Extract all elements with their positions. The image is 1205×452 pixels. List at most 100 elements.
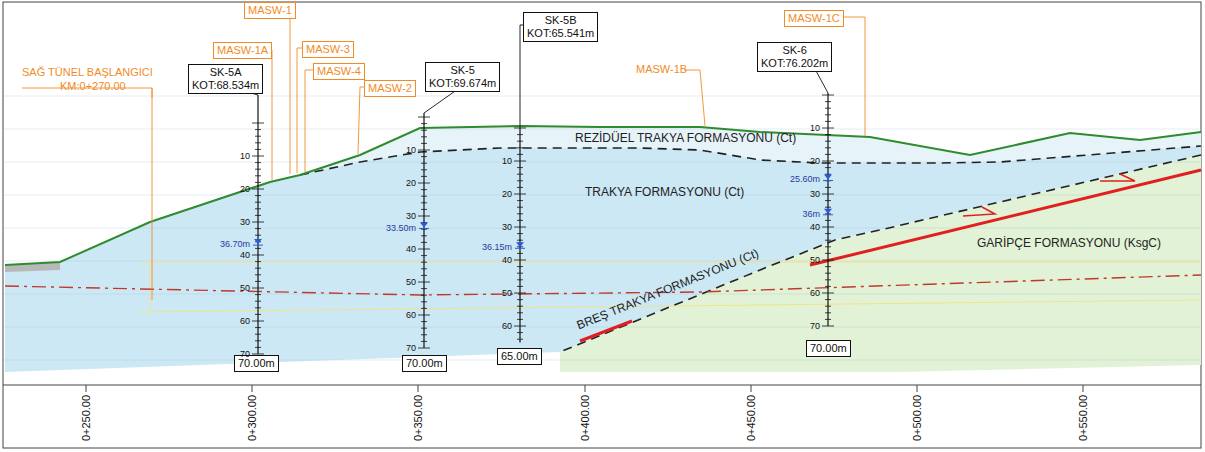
ruler-tick <box>517 154 523 155</box>
ruler-tick <box>421 196 427 197</box>
ruler-tick <box>252 321 264 322</box>
node-text: MASW-4 <box>317 65 361 78</box>
grid-line <box>4 96 1200 97</box>
ruler-tick <box>255 268 261 269</box>
ruler-tick <box>514 194 526 195</box>
ruler-tick <box>822 227 834 228</box>
ruler-tick <box>255 175 261 176</box>
ruler-tick <box>517 286 523 287</box>
axis-tick <box>86 385 87 392</box>
depth-box: 70.00m <box>806 340 851 357</box>
leader-line <box>684 70 705 126</box>
station-label: 0+500.00 <box>911 395 924 441</box>
ruler-tick <box>255 327 261 328</box>
ground-line <box>5 126 1201 265</box>
fault-arrow <box>963 207 995 216</box>
ruler-tick <box>421 209 427 210</box>
ruler-tick <box>252 255 264 256</box>
masw-box: MASW-1C <box>784 10 844 27</box>
ruler-tick <box>517 141 523 142</box>
ruler-tick <box>517 233 523 234</box>
station-label: 0+350.00 <box>412 395 425 441</box>
ruler-tick <box>418 282 430 283</box>
depth-number: 20 <box>240 184 250 194</box>
ruler-tick <box>418 348 430 349</box>
ruler-tick <box>255 294 261 295</box>
grid-line <box>4 327 1200 328</box>
tunnel-line <box>140 300 1200 312</box>
ruler-tick <box>517 319 523 320</box>
trakya-zone <box>5 126 1201 372</box>
axis-tick <box>418 385 419 392</box>
grid-line <box>4 162 1200 163</box>
ruler-tick <box>517 253 523 254</box>
grid-line <box>4 228 1200 229</box>
ruler-tick <box>825 266 831 267</box>
depth-number: 10 <box>240 151 250 161</box>
ruler-tick <box>825 101 831 102</box>
ruler-tick <box>517 279 523 280</box>
leader-line <box>297 48 302 173</box>
ruler-tick <box>517 299 523 300</box>
depth-box: 65.00m <box>497 348 542 365</box>
tunnel-line <box>150 262 151 312</box>
ruler-tick <box>517 187 523 188</box>
masw-box: MASW-1A <box>213 42 272 59</box>
ruler-tick <box>517 174 523 175</box>
depth-number: 60 <box>810 288 820 298</box>
water-level <box>420 223 428 228</box>
borehole-box: SK-5KOT:69.674m <box>425 62 500 92</box>
depth-number: 50 <box>810 255 820 265</box>
ruler-tick <box>514 260 526 261</box>
ruler-tick <box>255 340 261 341</box>
ruler-tick <box>421 189 427 190</box>
axis-tick <box>751 385 752 392</box>
node-text: SK-5B <box>527 14 594 27</box>
ruler-tick <box>421 341 427 342</box>
node-text: KOT:68.534m <box>192 79 259 92</box>
ruler-tick <box>825 286 831 287</box>
ruler-tick <box>255 142 261 143</box>
ruler-tick <box>822 293 834 294</box>
water-level-label: 36.70m <box>220 239 250 249</box>
ruler-tick <box>514 326 526 327</box>
tunnel-line <box>140 262 1200 263</box>
ruler-tick <box>255 136 261 137</box>
water-level <box>253 245 263 246</box>
ruler-tick <box>421 275 427 276</box>
water-level <box>823 214 833 215</box>
node-text: MASW-3 <box>306 43 350 56</box>
depth-number: 10 <box>810 123 820 133</box>
ruler-tick <box>255 261 261 262</box>
ruler-tick <box>255 248 261 249</box>
node-text: 65.00m <box>501 350 538 363</box>
ruler-tick <box>421 143 427 144</box>
callout-label: SAĞ TÜNEL BAŞLANGICI <box>22 66 153 79</box>
ruler-tick <box>517 180 523 181</box>
depth-box: 70.00m <box>402 355 447 372</box>
ruler-tick <box>421 301 427 302</box>
node-text: KOT:76.202m <box>761 57 828 70</box>
fault-arrow <box>1100 174 1135 181</box>
ruler-tick <box>825 220 831 221</box>
ruler-tick <box>517 332 523 333</box>
ruler-tick <box>421 156 427 157</box>
ruler-tick <box>255 208 261 209</box>
ruler-tick <box>822 95 834 96</box>
axis-tick <box>917 385 918 392</box>
ruler-tick <box>517 273 523 274</box>
ruler-tick <box>822 194 834 195</box>
ruler-tick <box>421 268 427 269</box>
station-label: 0+550.00 <box>1077 395 1090 441</box>
ruler-tick <box>517 207 523 208</box>
ruler-tick <box>255 228 261 229</box>
depth-number: 20 <box>810 156 820 166</box>
ruler-tick <box>825 319 831 320</box>
ruler-tick <box>514 227 526 228</box>
ruler-tick <box>255 195 261 196</box>
callout-label: MASW-1B <box>636 63 687 76</box>
ruler-tick <box>255 129 261 130</box>
ruler-tick <box>825 154 831 155</box>
ruler-tick <box>255 281 261 282</box>
